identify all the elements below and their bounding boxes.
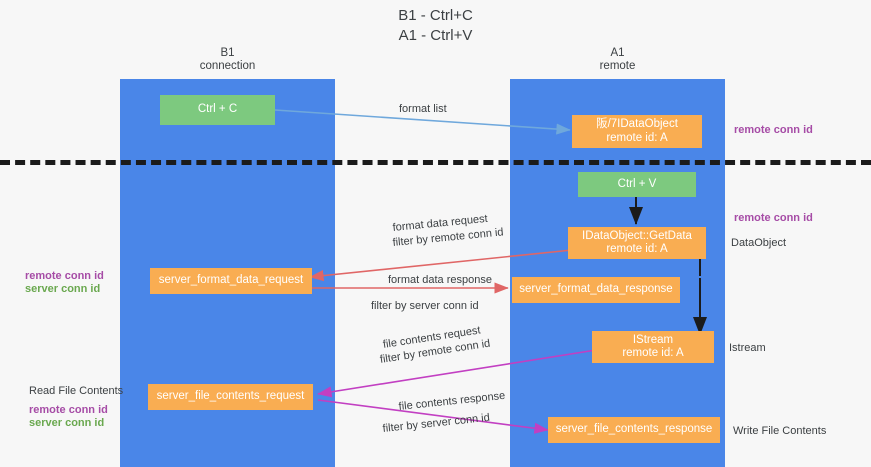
filter-key-server-conn-id: server conn id <box>409 300 479 312</box>
node-istream-remoteid: remote id: A <box>622 347 684 359</box>
node-ctrl-c-label: Ctrl + C <box>197 103 238 116</box>
node-idataobject-label: 阪/7IDataObject <box>596 118 678 130</box>
arrow-format-data-request <box>309 249 573 282</box>
arrow-file-contents-request <box>317 349 597 398</box>
filter-prefix: filter by <box>392 233 432 249</box>
node-getdata-remoteid: remote id: A <box>606 243 668 255</box>
annotation-left-server-conn-id-1: server conn id <box>25 283 101 295</box>
node-ctrl-v[interactable]: Ctrl + V <box>578 172 696 197</box>
lane-header-a1: A1 remote <box>599 47 636 72</box>
filter-prefix: filter by <box>382 418 422 435</box>
arrow-format-list <box>274 109 571 135</box>
node-idataobject[interactable]: 阪/7IDataObject remote id: A <box>572 115 702 148</box>
phase-divider <box>0 160 871 165</box>
annotation-right-istream: Istream <box>729 342 766 354</box>
node-server-file-contents-response-label: server_file_contents_response <box>555 423 713 436</box>
node-server-format-data-response-label: server_format_data_response <box>519 283 673 296</box>
node-ctrl-v-label: Ctrl + V <box>617 177 657 190</box>
node-server-file-contents-request-label: server_file_contents_request <box>156 390 305 403</box>
filter-prefix: filter by <box>371 300 410 312</box>
edge-label-format-data-response: format data response <box>388 274 492 286</box>
annotation-right-dataobject: DataObject <box>731 237 787 249</box>
lane-header-b1: B1 connection <box>199 47 256 72</box>
annotation-left-read-file-contents: Read File Contents <box>29 385 124 397</box>
node-istream-label: IStream <box>632 333 674 346</box>
annotation-right-remote-conn-id-mid: remote conn id <box>734 212 813 224</box>
arrow-file-contents-response <box>317 399 549 434</box>
node-getdata[interactable]: IDataObject::GetData remote id: A <box>568 227 706 259</box>
edge-label-format-list: format list <box>399 103 447 115</box>
node-server-format-data-response[interactable]: server_format_data_response <box>512 277 680 303</box>
annotation-right-remote-conn-id-top: remote conn id <box>734 124 813 136</box>
node-server-format-data-request[interactable]: server_format_data_request <box>150 268 312 294</box>
annotation-right-write-file-contents: Write File Contents <box>733 425 827 437</box>
annotation-left-remote-conn-id-2: remote conn id <box>29 404 108 416</box>
annotation-left-remote-conn-id-1: remote conn id <box>25 270 104 282</box>
node-getdata-label: IDataObject::GetData <box>582 229 692 242</box>
node-server-format-data-request-label: server_format_data_request <box>158 274 304 287</box>
node-ctrl-c[interactable]: Ctrl + C <box>160 95 275 125</box>
annotation-left-server-conn-id-2: server conn id <box>29 417 105 429</box>
edge-label-format-data-response-filter: filter by server conn id <box>371 299 479 313</box>
diagram-title: B1 - Ctrl+C A1 - Ctrl+V <box>398 7 473 44</box>
node-istream[interactable]: IStream remote id: A <box>592 331 714 363</box>
node-server-file-contents-request[interactable]: server_file_contents_request <box>148 384 313 410</box>
node-idataobject-remoteid: remote id: A <box>606 131 668 144</box>
node-server-file-contents-response[interactable]: server_file_contents_response <box>548 417 720 443</box>
